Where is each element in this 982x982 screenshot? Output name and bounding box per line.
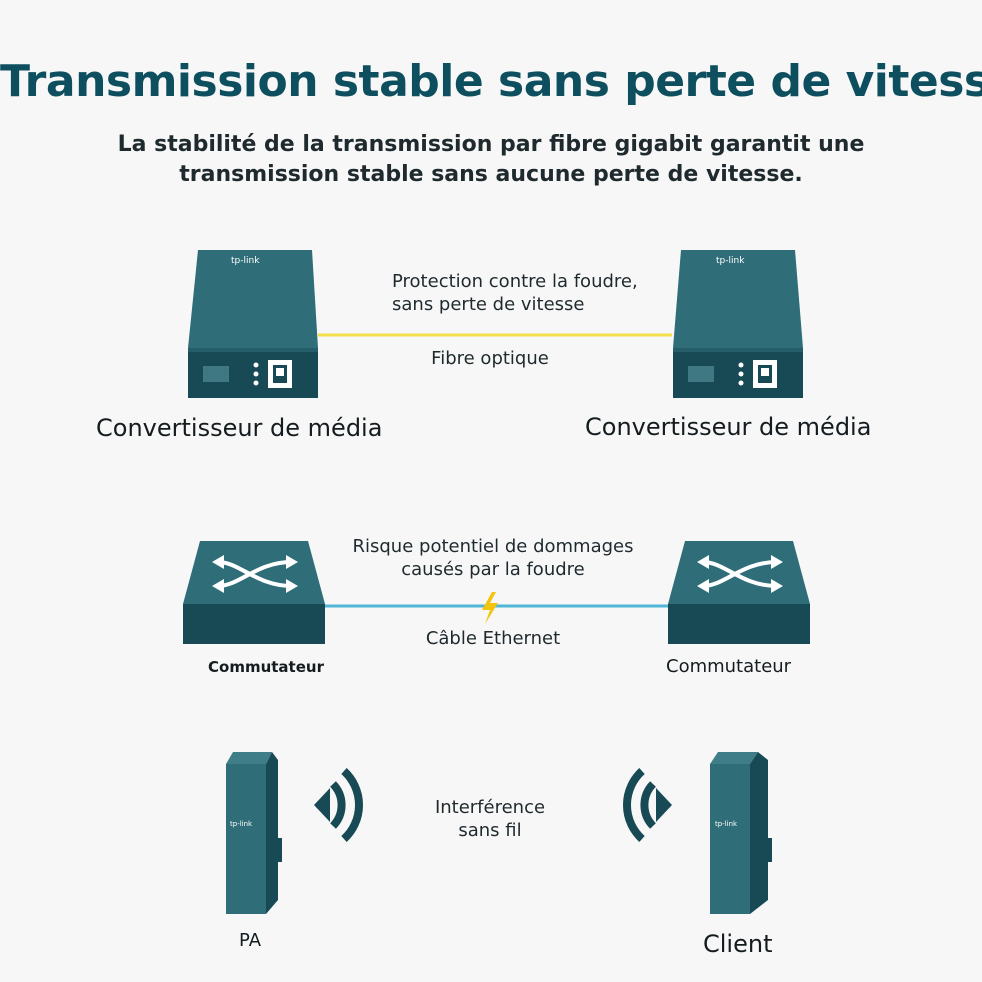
media-converter-left-label: Convertisseur de média: [96, 414, 383, 442]
switch-right-label: Commutateur: [666, 656, 792, 677]
client-label: Client: [703, 930, 773, 958]
wireless-note-line-2: sans fil: [458, 820, 522, 841]
wireless-note-line-1: Interférence: [434, 797, 546, 818]
access-point-left-icon: [226, 752, 282, 914]
brand-logo-left: tp-link: [231, 256, 260, 266]
fiber-link-label: Fibre optique: [431, 348, 549, 369]
wifi-signal-left-icon: [314, 768, 364, 842]
brand-logo-client: tp-link: [715, 820, 738, 828]
ethernet-note-line-2: causés par la foudre: [401, 559, 585, 580]
page-subtitle: La stabilité de la transmission par fibr…: [91, 130, 891, 190]
fiber-note: Protection contre la foudre, sans perte …: [392, 270, 692, 316]
wireless-note: Interférence sans fil: [390, 796, 590, 842]
subtitle-line-2: transmission stable sans aucune perte de…: [179, 162, 803, 187]
lightning-icon: [482, 592, 498, 624]
fiber-note-line-2: sans perte de vitesse: [392, 294, 585, 315]
media-converter-right-icon: [673, 250, 803, 398]
client-device-right-icon: [710, 752, 772, 914]
brand-logo-ap: tp-link: [230, 820, 253, 828]
page-title: Transmission stable sans perte de vitess…: [0, 56, 982, 107]
switch-right-icon: [668, 541, 810, 644]
media-converter-right-label: Convertisseur de média: [585, 413, 872, 441]
switch-left-icon: [183, 541, 325, 644]
ethernet-note-line-1: Risque potentiel de dommages: [352, 536, 634, 557]
access-point-label: PA: [239, 930, 262, 951]
switch-left-label: Commutateur: [208, 658, 324, 676]
brand-logo-right: tp-link: [716, 256, 745, 266]
ethernet-note: Risque potentiel de dommages causés par …: [318, 535, 668, 581]
wifi-signal-right-icon: [622, 768, 672, 842]
fiber-note-line-1: Protection contre la foudre,: [392, 271, 638, 292]
ethernet-link-label: Câble Ethernet: [425, 628, 561, 649]
subtitle-line-1: La stabilité de la transmission par fibr…: [117, 132, 865, 157]
media-converter-left-icon: [188, 250, 318, 398]
